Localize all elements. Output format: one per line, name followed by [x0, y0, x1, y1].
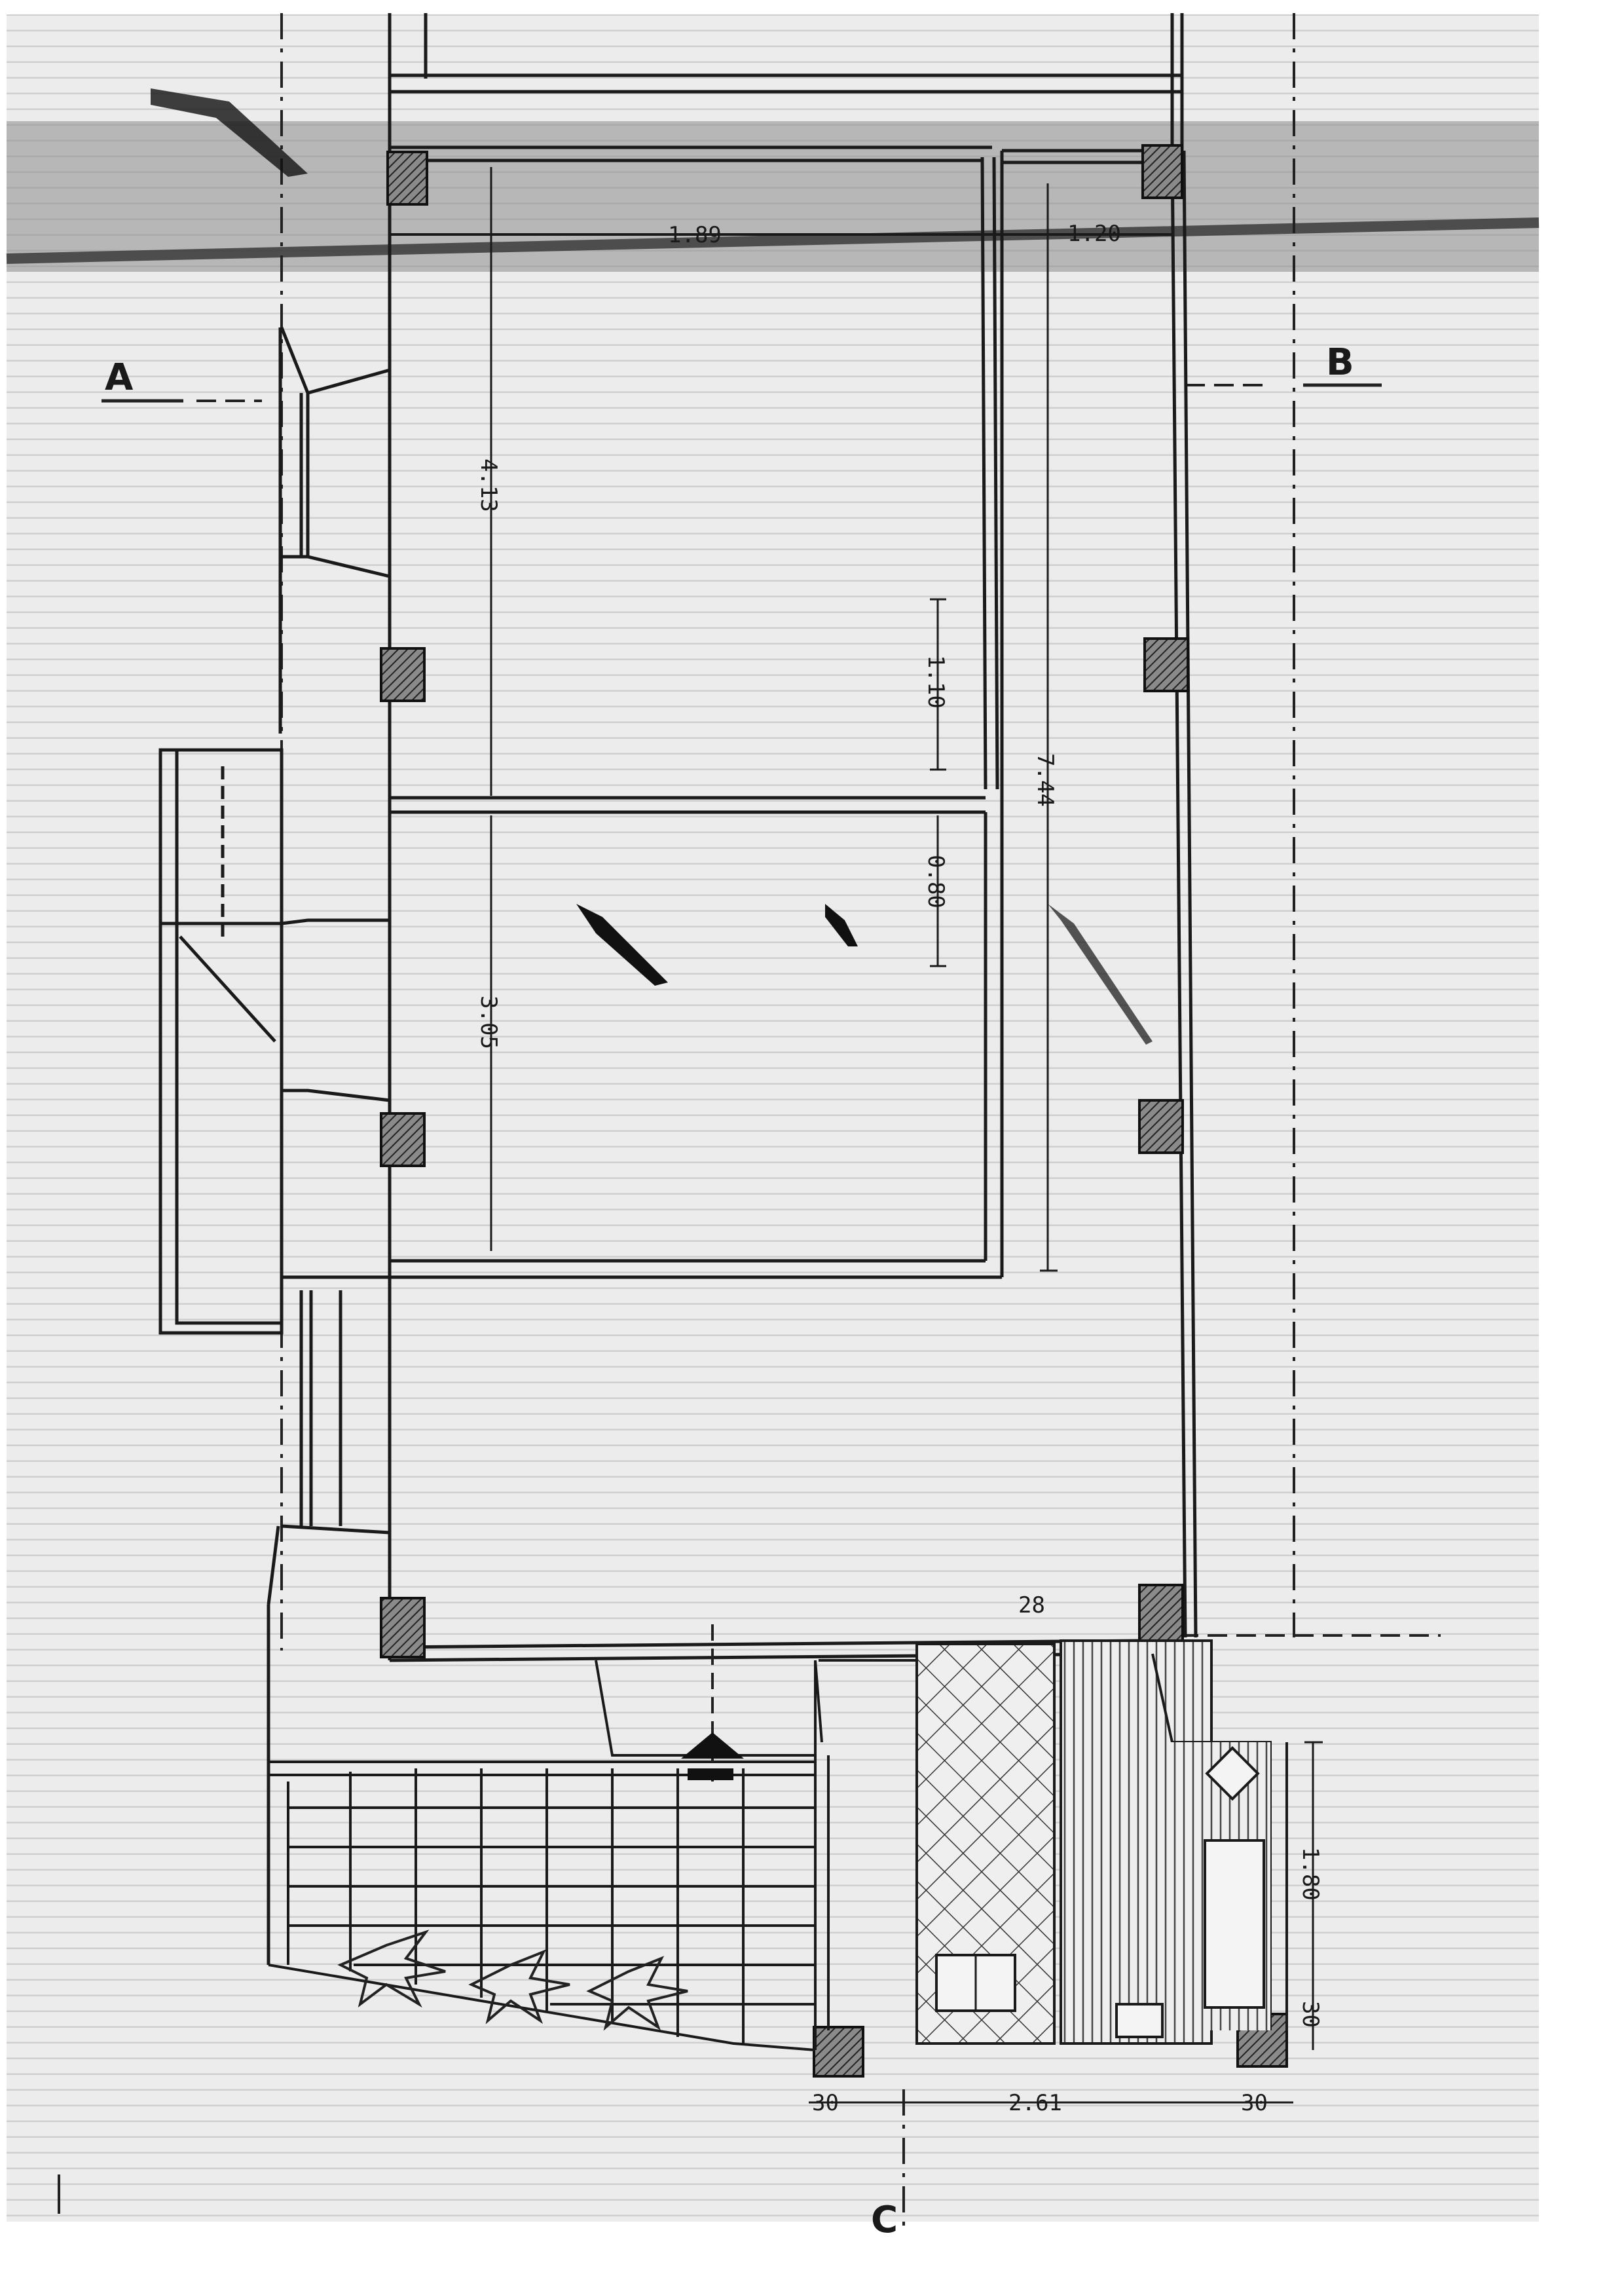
column — [1138, 1099, 1184, 1154]
entrance-arrow — [681, 1624, 744, 1782]
building-walls — [278, 13, 1198, 1662]
dim-wall-stub: 28 — [1018, 1592, 1045, 1618]
column — [380, 1112, 426, 1167]
dim-bottom-wall-right: 30 — [1241, 2090, 1268, 2116]
dim-top-left: 1.89 — [668, 222, 722, 248]
section-label-b: B — [1326, 341, 1354, 384]
dim-right-inner-1: 1.10 — [923, 655, 949, 709]
plant-symbols — [337, 1930, 688, 2031]
bathtub — [1204, 1839, 1265, 2009]
column — [1141, 144, 1183, 199]
section-label-c: C — [871, 2199, 898, 2241]
dim-corridor-length: 7.44 — [1032, 753, 1058, 807]
dim-bottom-wall-left: 30 — [812, 2090, 839, 2116]
washbasin — [1115, 2003, 1164, 2038]
column — [1143, 637, 1189, 692]
dim-room2-depth: 3.05 — [475, 996, 502, 1049]
dim-right-inner-2: 0.80 — [923, 855, 949, 908]
dim-bath-length: 1.80 — [1297, 1847, 1323, 1901]
column — [380, 1597, 426, 1658]
dim-bath-wall: 30 — [1297, 2001, 1323, 2028]
dim-room1-depth: 4.13 — [475, 458, 502, 512]
kitchen — [819, 1643, 1056, 2045]
section-marker-c: C — [871, 2199, 898, 2241]
column — [813, 2026, 864, 2078]
column — [1138, 1584, 1184, 1645]
section-label-a: A — [105, 356, 134, 399]
columns — [380, 144, 1288, 2078]
dim-bottom-span: 2.61 — [1008, 2090, 1062, 2116]
scan-artifacts — [151, 88, 1153, 1045]
column — [380, 647, 426, 702]
toilet — [1205, 1745, 1260, 1801]
dimension-lines — [390, 167, 1323, 2104]
scan-paper — [7, 14, 1539, 2222]
bathroom — [1060, 1639, 1288, 2045]
section-marker-b: B — [1185, 341, 1382, 387]
dimension-labels: 1.89 1.20 4.13 3.05 1.10 0.80 7.44 28 1.… — [475, 221, 1323, 2116]
section-marker-a: A — [101, 356, 262, 403]
column — [386, 151, 428, 206]
dim-top-right: 1.20 — [1067, 221, 1121, 247]
terrace — [268, 1660, 830, 2051]
section-lines — [58, 13, 1441, 2227]
